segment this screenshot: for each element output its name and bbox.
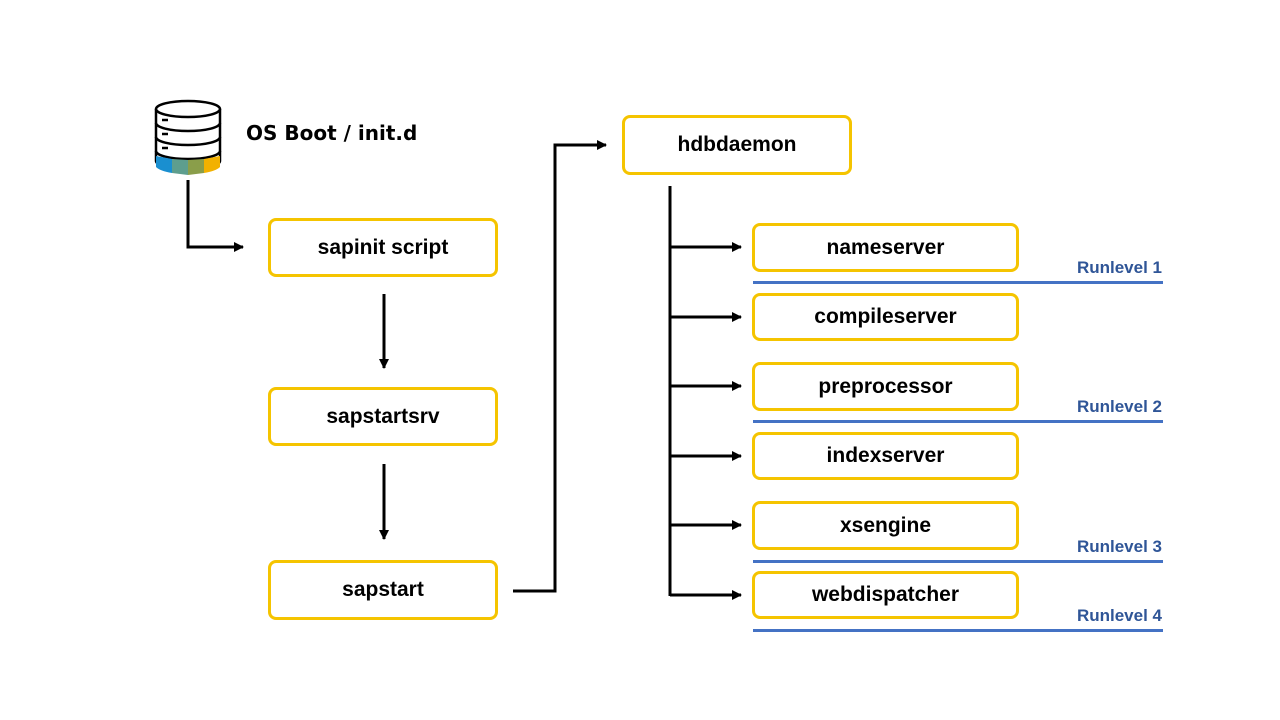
runlevel-2-divider: [753, 420, 1163, 423]
sapstart-box: sapstart: [268, 560, 498, 620]
runlevel-1-divider: [753, 281, 1163, 284]
runlevel-4-divider: [753, 629, 1163, 632]
service-box-webdispatcher: webdispatcher: [752, 571, 1019, 619]
service-box-compileserver: compileserver: [752, 293, 1019, 341]
runlevel-1-label: Runlevel 1: [1076, 258, 1162, 277]
runlevel-4-label: Runlevel 4: [1076, 606, 1162, 625]
arrow-os-to-sapinit: [186, 180, 244, 252]
runlevel-2-label: Runlevel 2: [1076, 397, 1162, 416]
service-box-preprocessor: preprocessor: [752, 362, 1019, 411]
sapstartsrv-box: sapstartsrv: [268, 387, 498, 446]
os-boot-label: OS Boot / init.d: [246, 121, 418, 145]
service-box-indexserver: indexserver: [752, 432, 1019, 480]
service-box-nameserver: nameserver: [752, 223, 1019, 272]
service-box-xsengine: xsengine: [752, 501, 1019, 550]
runlevel-3-divider: [753, 560, 1163, 563]
arrow-sapstart-to-hdbdaemon: [513, 140, 607, 593]
hdbdaemon-box: hdbdaemon: [622, 115, 852, 175]
runlevel-3-label: Runlevel 3: [1076, 537, 1162, 556]
sapinit-script-box: sapinit script: [268, 218, 498, 277]
database-icon: [154, 99, 222, 175]
